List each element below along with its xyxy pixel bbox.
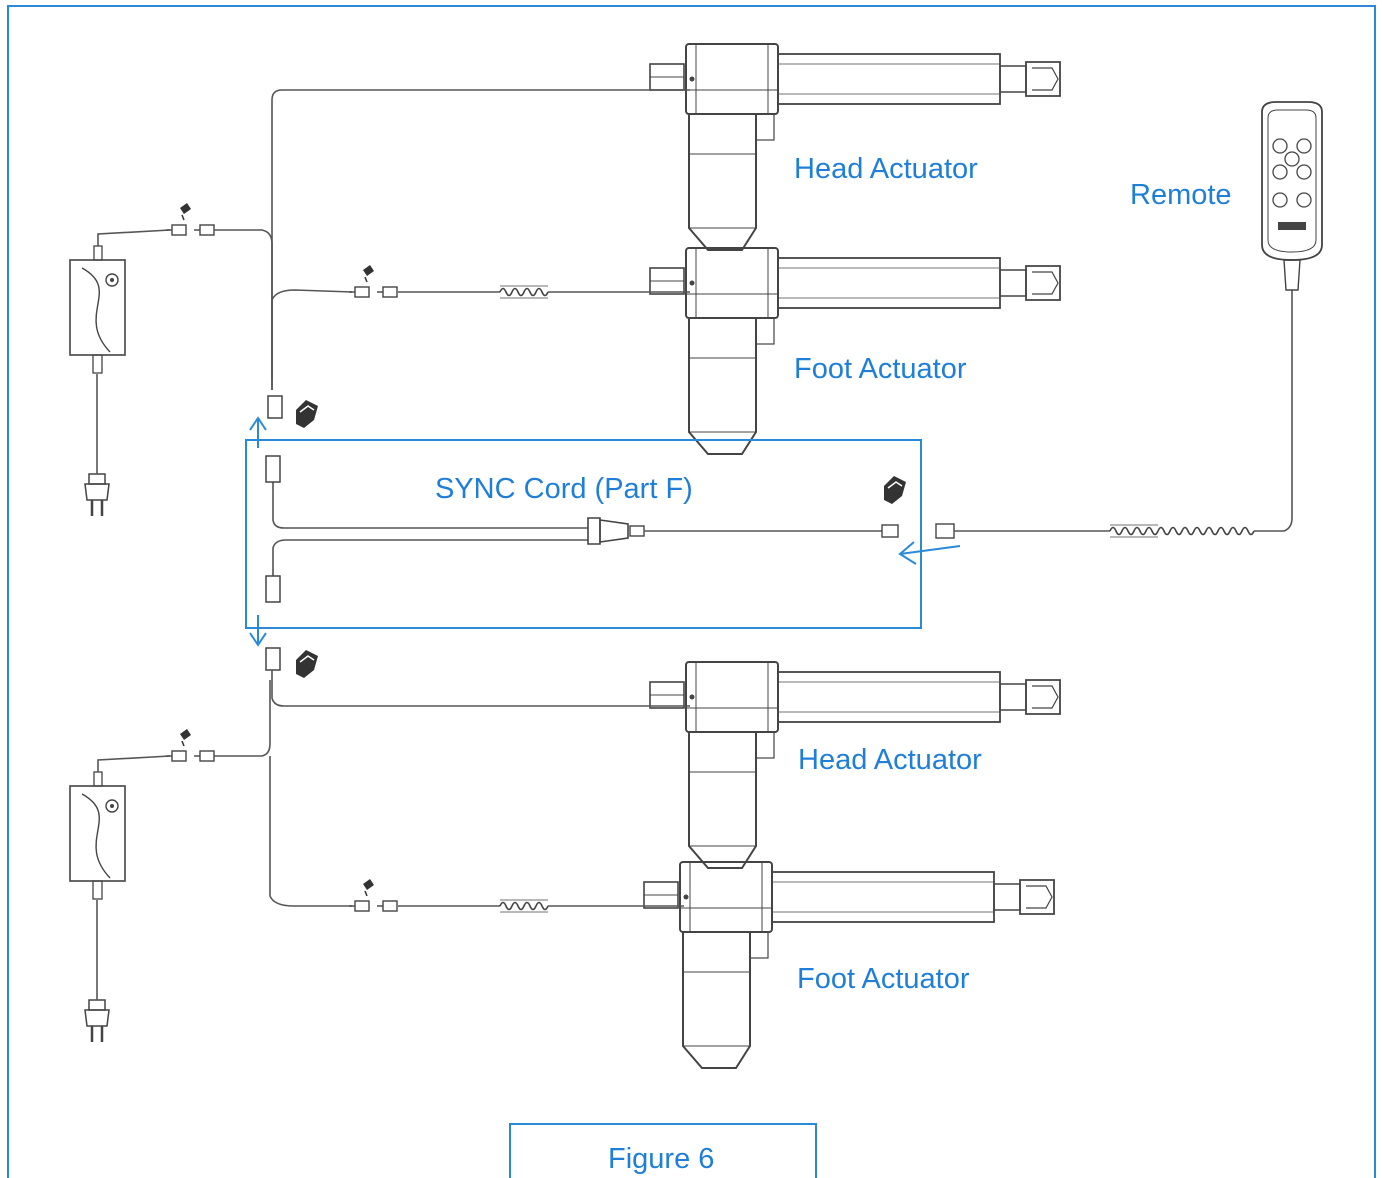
head-actuator-top-label: Head Actuator (794, 153, 978, 185)
head-actuator-top (649, 43, 1061, 251)
connector-pair-top-power-icon (165, 202, 215, 236)
foot-actuator-top (649, 247, 1061, 455)
connector-pair-top-foot-icon (348, 264, 398, 298)
sync-cord-box (245, 439, 922, 629)
clip-top-icon (295, 399, 319, 429)
figure-caption: Figure 6 (608, 1143, 714, 1175)
wall-plug-top-icon (83, 472, 111, 518)
clip-bottom-icon (295, 649, 319, 679)
figure-frame (7, 5, 1376, 1178)
sync-cord-label: SYNC Cord (Part F) (435, 473, 693, 505)
foot-actuator-top-label: Foot Actuator (794, 353, 967, 385)
foot-actuator-bottom-label: Foot Actuator (797, 963, 970, 995)
head-actuator-bottom-label: Head Actuator (798, 744, 982, 776)
coil-cord-top-icon (499, 285, 549, 299)
wall-plug-bottom-icon (83, 998, 111, 1044)
figure-caption-box (509, 1123, 817, 1178)
remote-label: Remote (1130, 179, 1232, 211)
coil-cord-remote-icon (1109, 524, 1159, 538)
connector-pair-bottom-foot-icon (348, 878, 398, 912)
power-supply-bottom (69, 771, 126, 900)
clip-sync-icon (883, 475, 907, 505)
connector-pair-bottom-power-icon (165, 728, 215, 762)
remote-icon (1261, 101, 1323, 291)
coil-cord-bottom-icon (499, 899, 549, 913)
power-supply-top (69, 245, 126, 374)
